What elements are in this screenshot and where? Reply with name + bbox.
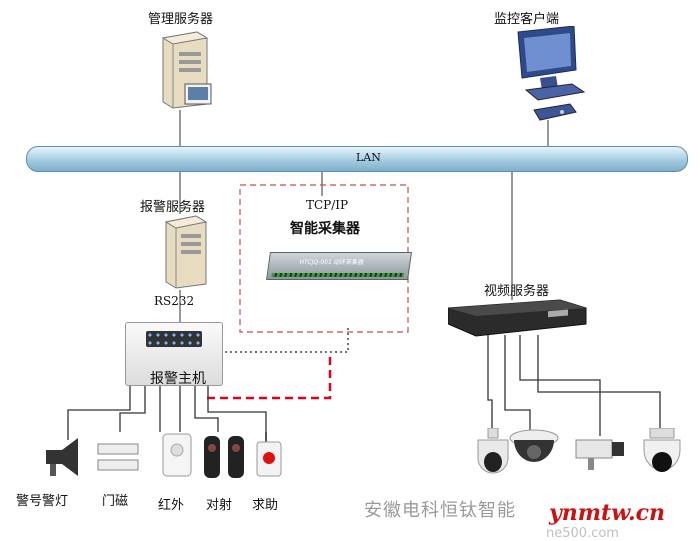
management-server-icon [155,30,215,114]
device-panic-label: 求助 [252,498,279,513]
collector-device-icon: HTCJQ-001 动环采集器 [266,252,412,280]
lan-label: LAN [356,151,381,164]
speed-dome-camera-icon [640,427,684,484]
dome-camera-icon-2 [508,428,560,478]
alarm-server-label: 报警服务器 [140,200,206,215]
door-magnet-icon [96,440,142,478]
device-door-magnet-label: 门磁 [102,494,129,509]
site-watermark: ynmtw.cn [545,500,669,526]
monitor-client-icon [512,25,592,136]
panic-button-icon [254,432,284,482]
monitor-client-label: 监控客户端 [494,12,560,27]
collector-nameplate: HTCJQ-001 动环采集器 [299,259,365,266]
dome-camera-icon-1 [474,427,514,484]
video-server-icon [447,296,588,344]
video-server-label: 视频服务器 [484,284,550,299]
management-server-label: 管理服务器 [148,12,214,27]
alarm-host-label: 报警主机 [150,371,206,387]
siren-icon [40,436,86,484]
rs232-label: RS232 [154,294,195,308]
company-watermark: 安徽电科恒钛智能 [364,500,516,521]
alarm-server-icon [160,214,210,294]
beam-detector-icon [202,432,248,486]
device-beam-label: 对射 [206,498,233,513]
alarm-host-panel [125,322,223,386]
device-infrared-label: 红外 [158,498,185,513]
collector-label: 智能采集器 [290,221,360,237]
faint-watermark: ne500.com [546,526,619,541]
device-siren-label: 警号警灯 [16,494,69,509]
protocol-label: TCP/IP [306,198,349,212]
lan-bus [26,146,688,172]
box-camera-icon [572,434,628,478]
infrared-detector-icon [160,432,194,482]
